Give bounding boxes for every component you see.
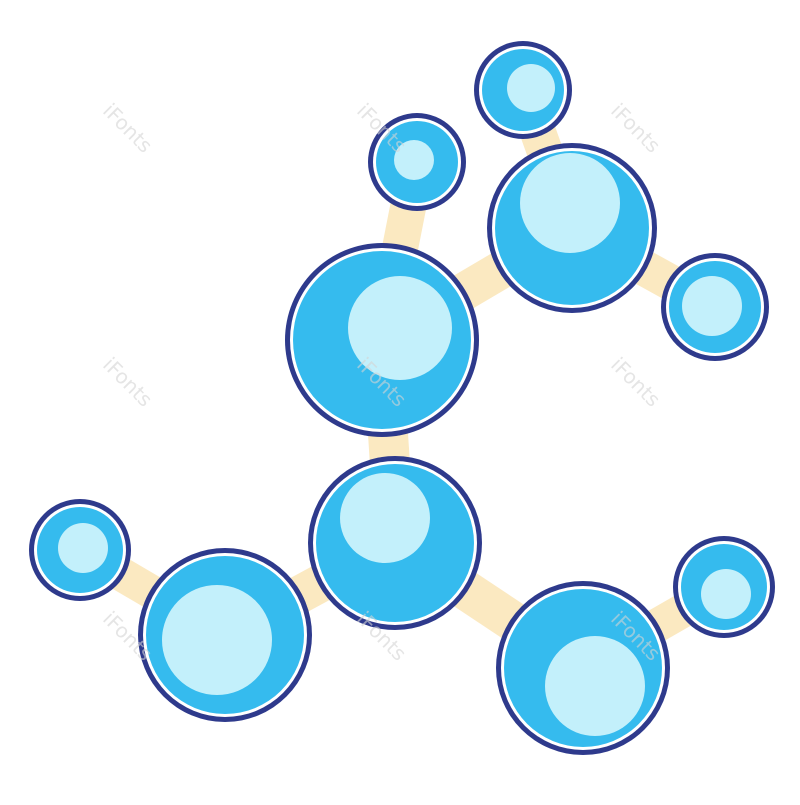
atom-center-upper xyxy=(285,243,479,437)
atom-highlight xyxy=(162,585,272,695)
atom-highlight xyxy=(682,276,742,336)
atom-highlight xyxy=(520,153,620,253)
atom-lower-right xyxy=(496,581,670,755)
atom-highlight xyxy=(507,64,555,112)
atom-highlight xyxy=(701,569,751,619)
atom-right-small xyxy=(661,253,769,361)
atom-highlight xyxy=(394,140,434,180)
atom-lower-left xyxy=(138,548,312,722)
atom-left-small xyxy=(29,499,131,601)
atom-far-right-small xyxy=(673,536,775,638)
atom-top-right-small xyxy=(474,41,572,139)
atom-top-small xyxy=(368,113,466,211)
atom-upper-right xyxy=(487,143,657,313)
atom-highlight xyxy=(348,276,452,380)
atom-highlight xyxy=(545,636,645,736)
atom-layer xyxy=(29,41,775,755)
atom-highlight xyxy=(340,473,430,563)
atom-highlight xyxy=(58,523,108,573)
atom-center-lower xyxy=(308,456,482,630)
